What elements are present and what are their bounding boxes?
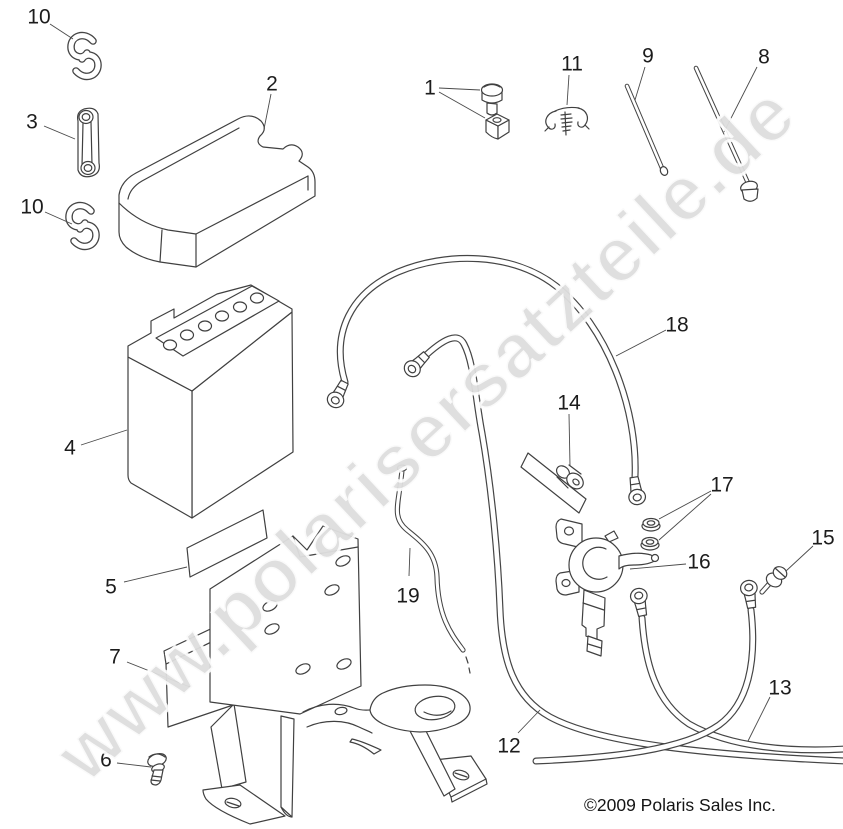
cable-clip-11 (544, 106, 590, 136)
s-hook-bottom (69, 206, 96, 247)
callout-label-6: 6 (100, 749, 112, 772)
callout-leader-15 (785, 545, 814, 572)
battery-cable-12 (419, 334, 843, 765)
callout-leader-11 (566, 74, 570, 106)
flange-nuts-17 (640, 517, 661, 551)
battery-strap-3 (77, 107, 100, 178)
bolt-6 (147, 752, 167, 786)
callout-leader-14 (568, 413, 571, 467)
callout-label-17: 17 (710, 474, 733, 497)
callout-leader-10 (49, 23, 74, 40)
callout-label-10: 10 (27, 6, 50, 29)
bolt-15 (759, 566, 788, 595)
callout-label-15: 15 (811, 527, 834, 550)
rod-8 (693, 65, 759, 202)
callout-label-12: 12 (497, 735, 520, 758)
callout-leader-6 (116, 762, 152, 768)
battery-cover-2 (118, 115, 316, 268)
callout-label-9: 9 (642, 45, 654, 68)
callout-leader-19 (408, 547, 411, 577)
callout-label-11: 11 (561, 53, 583, 76)
callout-leader-7 (126, 661, 191, 688)
callout-label-3: 3 (26, 111, 38, 134)
label-plate-14 (520, 452, 587, 514)
callout-label-2: 2 (266, 73, 278, 96)
battery-cable-13 (532, 606, 757, 765)
callout-leader-1 (438, 87, 481, 91)
callout-leader-1 (438, 91, 486, 119)
spacer-14 (555, 464, 584, 490)
callout-leader-10 (44, 211, 73, 225)
callout-leader-8 (723, 66, 758, 133)
copyright-text: ©2009 Polaris Sales Inc. (584, 795, 776, 815)
callout-label-1: 1 (424, 77, 436, 100)
callout-label-16: 16 (687, 551, 710, 574)
battery-bracket-7 (163, 525, 488, 825)
callout-label-10: 10 (20, 196, 43, 219)
solenoid-16 (555, 518, 660, 657)
callout-label-18: 18 (665, 314, 688, 337)
callout-leader-3 (43, 125, 76, 140)
callout-leader-4 (80, 429, 128, 446)
rod-9 (624, 83, 669, 176)
callout-label-7: 7 (109, 646, 121, 669)
s-hook-top (71, 36, 98, 77)
callout-leader-5 (123, 566, 188, 583)
callout-label-4: 4 (64, 437, 76, 460)
callout-leader-9 (634, 66, 646, 101)
callout-leader-17 (658, 490, 712, 520)
callout-label-5: 5 (105, 576, 117, 599)
solenoid-cable (638, 614, 843, 754)
callout-leader-18 (615, 329, 667, 357)
callout-leader-17 (658, 493, 712, 541)
callout-leader-13 (747, 696, 771, 742)
callout-leader-16 (629, 563, 687, 570)
bolt-and-nut-1 (480, 83, 510, 140)
battery-4 (127, 284, 294, 519)
callout-leader-12 (517, 709, 541, 734)
battery-sticker-5 (186, 509, 268, 578)
callout-label-19: 19 (396, 585, 419, 608)
callout-label-8: 8 (758, 46, 770, 69)
battery-cable-18 (336, 254, 639, 481)
callout-label-14: 14 (557, 392, 581, 415)
vent-tube-19 (394, 464, 471, 674)
callout-leader-2 (263, 93, 272, 130)
callout-label-13: 13 (768, 677, 791, 700)
